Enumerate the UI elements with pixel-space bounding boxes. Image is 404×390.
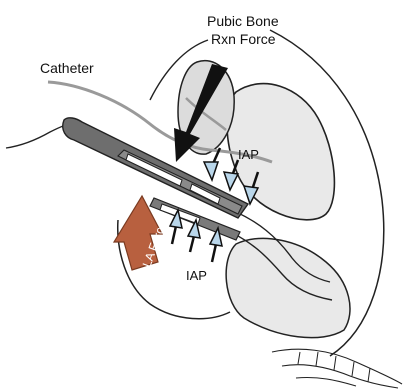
pubic-bone-label-line2: Rxn Force — [211, 31, 276, 47]
pubic-bone-label-line1: Pubic Bone — [207, 13, 279, 29]
coccyx-shape — [272, 349, 402, 388]
iap-label-top: IAP — [238, 147, 259, 162]
catheter-label: Catheter — [40, 60, 94, 76]
iap-label-bottom: IAP — [186, 268, 207, 283]
catheter-wire — [6, 125, 72, 148]
